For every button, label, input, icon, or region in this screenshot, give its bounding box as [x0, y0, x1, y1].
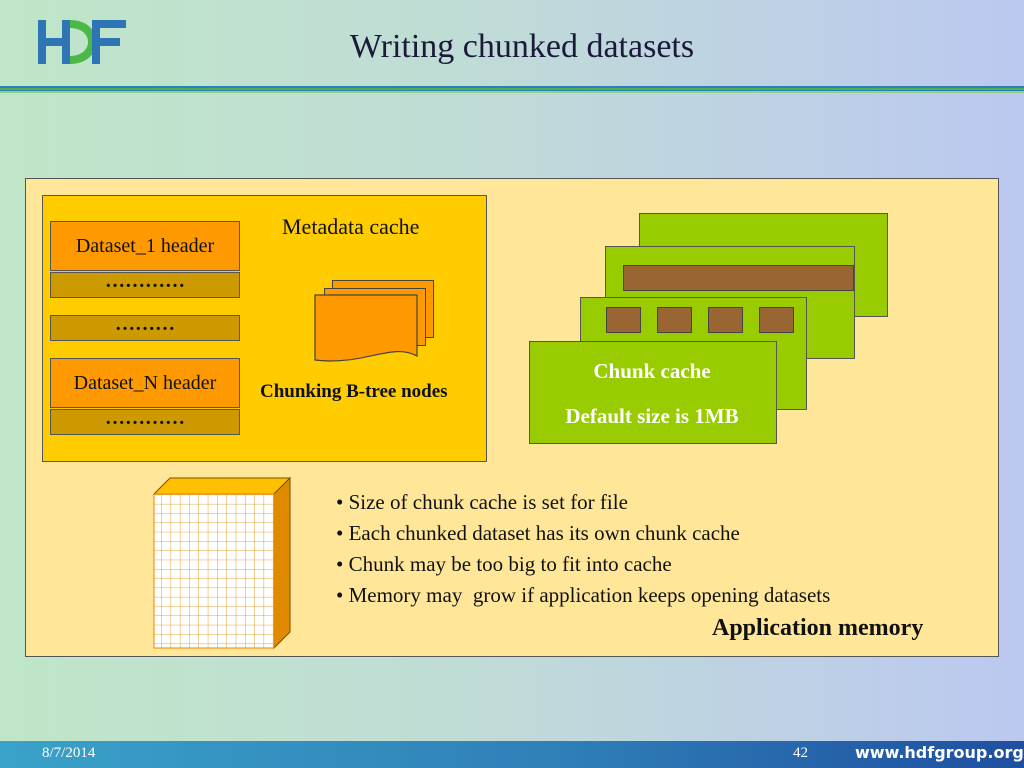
bullet-item: • Memory may grow if application keeps o…	[336, 583, 831, 607]
chunk-slot	[759, 307, 794, 333]
application-memory-label: Application memory	[712, 615, 924, 641]
chunk-slot	[708, 307, 743, 333]
slide-title: Writing chunked datasets	[349, 28, 695, 65]
footer-date: 8/7/2014	[42, 745, 96, 761]
chunk-cache-front	[529, 341, 777, 444]
title-divider	[0, 86, 1024, 93]
header-dots-3: …………	[50, 408, 240, 435]
chunked-dataset-cube-icon	[152, 476, 292, 650]
chunk-cache-size: Default size is 1MB	[565, 404, 739, 428]
btree-nodes-label: Chunking B-tree nodes	[260, 381, 448, 402]
bullet-item: • Each chunked dataset has its own chunk…	[336, 521, 740, 545]
bullet-list: • Size of chunk cache is set for file • …	[336, 487, 830, 611]
footer-page-number: 42	[793, 745, 808, 761]
hdf-logo	[38, 20, 126, 64]
footer-bar	[0, 741, 1024, 768]
chunk-cache-title: Chunk cache	[593, 359, 711, 383]
bullet-item: • Chunk may be too big to fit into cache	[336, 552, 672, 576]
dataset-1-header: Dataset_1 header	[50, 221, 240, 271]
dataset-n-header: Dataset_N header	[50, 358, 240, 408]
bullet-item: • Size of chunk cache is set for file	[336, 490, 628, 514]
header-dots-2: ………	[50, 314, 240, 341]
footer-url[interactable]: www.hdfgroup.org	[855, 743, 1024, 762]
chunk-slot-large	[623, 265, 854, 291]
metadata-cache-label: Metadata cache	[282, 214, 420, 239]
btree-node-document-icon	[314, 294, 418, 362]
chunk-slot	[657, 307, 692, 333]
header-dots-1: …………	[50, 271, 240, 298]
chunk-slot	[606, 307, 641, 333]
